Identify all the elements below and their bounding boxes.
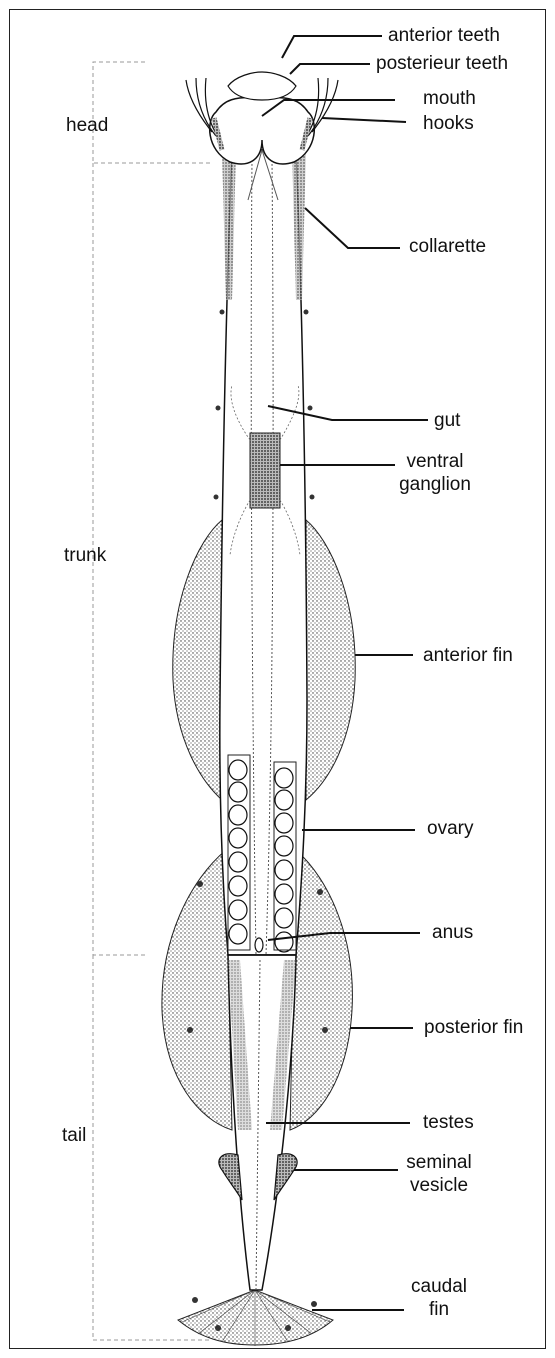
leader-hooks [322,118,406,122]
anterior-fin-left [173,520,222,800]
region-label-head: head [66,115,108,137]
label-hooks: hooks [423,113,474,135]
label-mouth: mouth [423,88,476,110]
posterior-fin-left [162,850,232,1130]
label-caudal-fin-line2: fin [404,1299,474,1321]
label-collarette: collarette [409,236,486,258]
label-anterior-fin: anterior fin [423,645,513,667]
leader-anterior-teeth [282,36,382,58]
caudal-fin-shape [178,1290,333,1346]
label-ventral-ganglion-line1: ventral [396,451,474,473]
label-gut: gut [434,410,460,432]
leader-collarette [305,208,400,248]
label-posterior-fin: posterior fin [424,1017,523,1039]
ventral-ganglion-shape [250,433,280,508]
label-anterior-teeth: anterior teeth [388,25,500,47]
label-caudal-fin-line1: caudal [404,1276,474,1298]
head-bracket [93,62,210,163]
label-ovary: ovary [427,818,473,840]
label-testes: testes [423,1112,474,1134]
region-label-trunk: trunk [64,545,106,567]
label-anus: anus [432,922,473,944]
label-posterieur-teeth: posterieur teeth [376,53,508,75]
anus-shape [255,938,263,952]
region-label-tail: tail [62,1125,86,1147]
anterior-fin-right [306,520,355,800]
label-seminal-vesicle-line2: vesicle [399,1175,479,1197]
label-seminal-vesicle-line1: seminal [399,1152,479,1174]
leader-posterieur-teeth [290,64,370,74]
label-ventral-ganglion-line2: ganglion [396,474,474,496]
